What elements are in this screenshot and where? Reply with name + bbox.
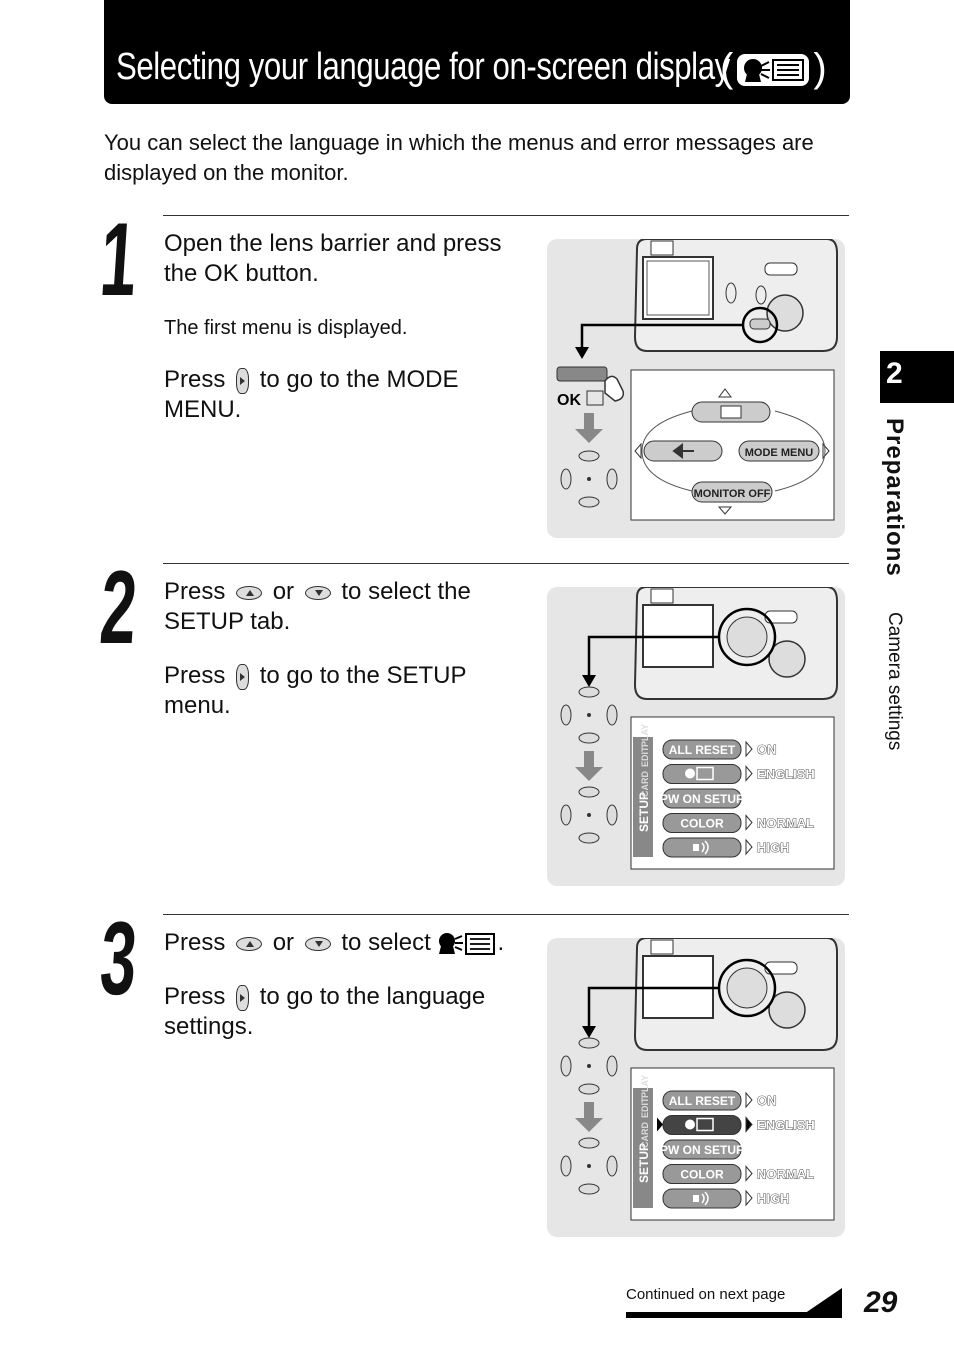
down-arrow-button-icon bbox=[304, 936, 331, 951]
setup-menu-label: PW ON SETUP bbox=[660, 1143, 744, 1157]
volume-icon bbox=[693, 1191, 709, 1206]
step-2-instruction: Press or to select the SETUP tab. bbox=[164, 578, 471, 635]
setup-menu-item bbox=[662, 1164, 742, 1184]
setup-menu-label: COLOR bbox=[680, 817, 724, 831]
setup-tab-label: CARD bbox=[640, 1122, 650, 1148]
step-3-instruction: Press or to select . bbox=[164, 929, 505, 956]
language-menu-icon bbox=[685, 1117, 714, 1132]
language-menu-icon bbox=[685, 766, 714, 781]
setup-menu-item bbox=[662, 1090, 742, 1111]
setup-menu-value: ON bbox=[757, 1093, 777, 1108]
step-1-illustration: OK MODE MENU MONITOR OFF bbox=[547, 239, 845, 538]
continued-text: Continued on next page bbox=[626, 1286, 786, 1303]
right-arrow-button-icon bbox=[236, 367, 250, 394]
chapter-tab bbox=[880, 351, 954, 403]
setup-menu-label: ALL RESET bbox=[669, 1094, 736, 1108]
mode-menu-label: MODE MENU bbox=[745, 447, 814, 459]
setup-tab-label: SETUP bbox=[637, 1143, 651, 1183]
step-1-instruction: Open the lens barrier and press the OK b… bbox=[164, 230, 502, 287]
setup-menu-label: PW ON SETUP bbox=[660, 792, 744, 806]
step-divider bbox=[163, 914, 849, 915]
setup-menu-value: HIGH bbox=[757, 840, 790, 855]
chapter-number: 2 bbox=[886, 357, 903, 390]
volume-icon bbox=[693, 840, 709, 855]
right-arrow-button-icon bbox=[236, 663, 250, 690]
step-1-note: The first menu is displayed. bbox=[164, 317, 408, 339]
language-menu-icon: ( ) bbox=[720, 46, 827, 90]
setup-tab-label: SETUP bbox=[637, 792, 651, 832]
step-2-instruction-2: Press to go to the SETUP menu. bbox=[164, 662, 467, 719]
setup-menu-label: ALL RESET bbox=[669, 743, 736, 757]
continued-banner: Continued on next page bbox=[626, 1286, 842, 1318]
right-arrow-button-icon bbox=[236, 984, 250, 1011]
intro-text: You can select the language in which the… bbox=[104, 130, 814, 185]
setup-menu-item bbox=[662, 1139, 742, 1160]
setup-tab-label: CARD bbox=[640, 771, 650, 797]
ok-label: OK bbox=[557, 392, 581, 409]
setup-menu-item bbox=[662, 813, 742, 833]
step-number: 1 bbox=[96, 202, 141, 318]
setup-menu-item bbox=[662, 739, 742, 760]
step-number: 2 bbox=[96, 550, 141, 666]
setup-menu-value: NORMAL bbox=[757, 1167, 814, 1182]
step-divider bbox=[163, 215, 849, 216]
monitor-off-label: MONITOR OFF bbox=[694, 488, 771, 500]
step-number: 3 bbox=[96, 901, 141, 1017]
step-divider bbox=[163, 563, 849, 564]
setup-tab-label: EDIT bbox=[640, 1097, 650, 1118]
setup-menu-value: ON bbox=[757, 742, 777, 757]
setup-tab-label: PLAY bbox=[640, 1075, 650, 1098]
setup-menu-value: HIGH bbox=[757, 1191, 790, 1206]
step-1-instruction-2: Press to go to the MODE MENU. bbox=[164, 366, 459, 423]
setup-tab-label: PLAY bbox=[640, 724, 650, 747]
step-3-instruction-2: Press to go to the language settings. bbox=[164, 983, 486, 1040]
setup-menu-item bbox=[662, 788, 742, 809]
up-arrow-button-icon bbox=[236, 585, 263, 600]
page-number: 29 bbox=[864, 1286, 898, 1319]
setup-menu-value: NORMAL bbox=[757, 816, 814, 831]
title-bar: Selecting your language for on-screen di… bbox=[104, 0, 850, 104]
setup-menu-value: ENGLISH bbox=[757, 767, 815, 782]
up-arrow-button-icon bbox=[236, 936, 263, 951]
setup-tab-label: EDIT bbox=[640, 746, 650, 767]
setup-menu-item bbox=[662, 837, 742, 858]
setup-menu-item bbox=[662, 1188, 742, 1209]
language-menu-icon bbox=[437, 929, 497, 956]
page-title: Selecting your language for on-screen di… bbox=[116, 46, 730, 88]
setup-menu-item bbox=[662, 1115, 742, 1135]
subsection-label: Camera settings bbox=[884, 612, 905, 751]
setup-menu-item bbox=[662, 764, 742, 784]
setup-menu-value: ENGLISH bbox=[757, 1118, 815, 1133]
section-label: Preparations bbox=[881, 418, 908, 577]
down-arrow-button-icon bbox=[304, 585, 331, 600]
arrow-right-icon bbox=[798, 1288, 842, 1318]
setup-menu-label: COLOR bbox=[680, 1168, 724, 1182]
